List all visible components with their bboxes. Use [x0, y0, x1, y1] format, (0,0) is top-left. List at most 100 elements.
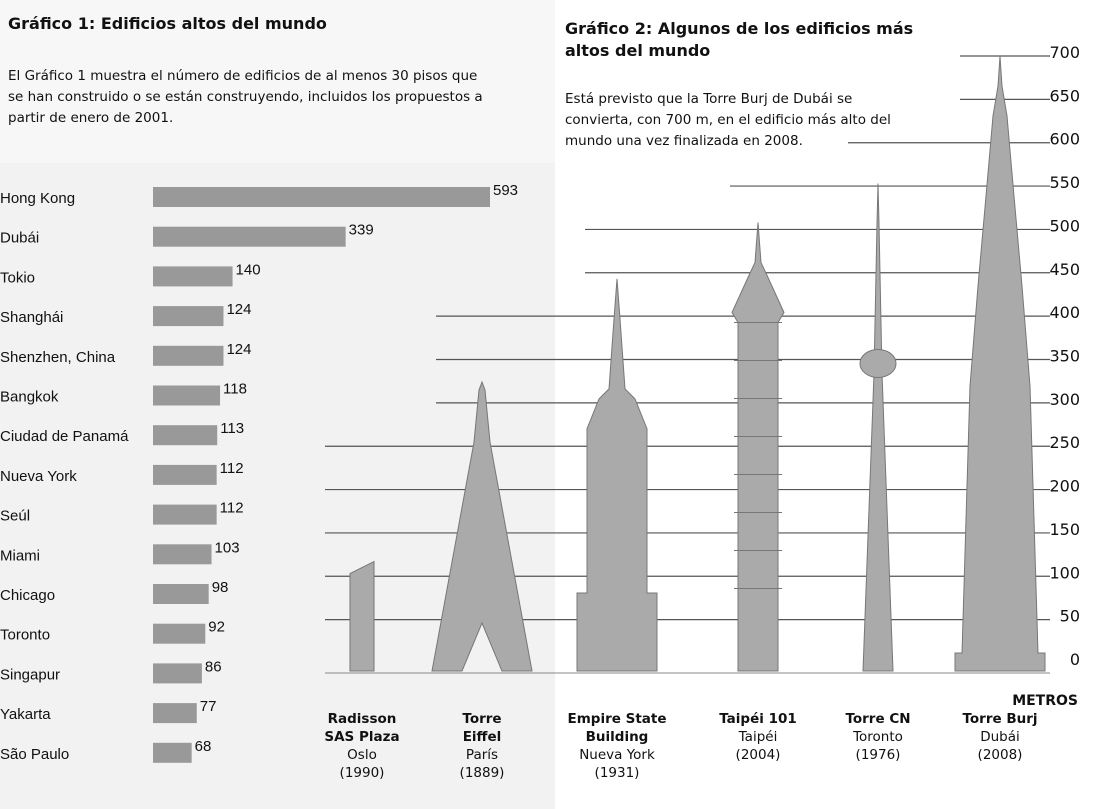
category-label: Seúl [0, 508, 30, 525]
category-label: Tokio [0, 269, 35, 286]
y-tick-label: 300 [1049, 390, 1080, 409]
building-label: Torre CN Toronto (1976) [813, 710, 943, 764]
y-tick-label: 0 [1070, 650, 1080, 669]
category-label: Yakarta [0, 706, 51, 723]
building-name: Building [585, 729, 649, 745]
value-label: 112 [220, 500, 244, 517]
building-name: Taipéi 101 [719, 711, 797, 727]
building-detail: (1931) [594, 765, 640, 781]
value-label: 77 [200, 698, 217, 715]
value-label: 92 [208, 619, 225, 636]
chart2-title-line: Gráfico 2: Algunos de los edificios más [565, 19, 914, 38]
building-name: Torre [462, 711, 502, 727]
y-tick-label: 500 [1049, 216, 1080, 235]
chart2-description: Está previsto que la Torre Burj de Dubái… [565, 89, 891, 152]
building-name: Eiffel [462, 729, 502, 745]
category-label: Dubái [0, 230, 39, 247]
chart2-title: Gráfico 2: Algunos de los edificios más … [565, 18, 913, 62]
chart2-title-line: altos del mundo [565, 41, 711, 60]
building-detail: París [465, 747, 499, 763]
chart1-header-panel [0, 0, 555, 163]
building-name: Torre CN [845, 711, 911, 727]
chart1-description-line: El Gráfico 1 muestra el número de edific… [8, 68, 478, 84]
bar [153, 385, 221, 406]
y-tick-label: 50 [1060, 607, 1080, 626]
category-label: Shanghái [0, 309, 63, 326]
chart2-description-line: Está previsto que la Torre Burj de Dubái… [565, 91, 853, 107]
building-detail: (1976) [855, 747, 901, 763]
category-label: Singapur [0, 666, 60, 683]
bar [153, 266, 233, 287]
building-taipei-101 [731, 222, 785, 672]
building-burj [954, 55, 1046, 672]
building-name: SAS Plaza [324, 729, 400, 745]
category-label: Shenzhen, China [0, 349, 116, 366]
bar [153, 345, 224, 366]
cn-tower-pod [859, 348, 897, 378]
category-label: Miami [0, 547, 40, 564]
value-label: 103 [215, 539, 240, 556]
category-label: São Paulo [0, 746, 69, 763]
building-detail: (1889) [459, 765, 505, 781]
building-detail: Taipéi [738, 729, 778, 745]
bar [153, 703, 197, 724]
value-label: 98 [212, 579, 229, 596]
chart2-description-line: mundo una vez finalizada en 2008. [565, 133, 803, 149]
building-detail: Oslo [347, 747, 377, 763]
category-label: Bangkok [0, 389, 59, 406]
building-empire-state [576, 278, 658, 672]
chart2-description-line: convierta, con 700 m, en el edificio más… [565, 112, 891, 128]
y-tick-label: 250 [1049, 433, 1080, 452]
value-label: 68 [195, 738, 212, 755]
value-label: 118 [223, 381, 247, 398]
category-label: Nueva York [0, 468, 77, 485]
chart1-title: Gráfico 1: Edificios altos del mundo [8, 14, 327, 33]
value-label: 339 [349, 222, 374, 239]
building-name: Radisson [327, 711, 397, 727]
building-detail: Dubái [980, 729, 1020, 745]
value-label: 113 [220, 420, 244, 437]
building-detail: (1990) [339, 765, 385, 781]
y-tick-label: 350 [1049, 347, 1080, 366]
chart2-header-panel [557, 0, 957, 163]
bar [153, 425, 218, 446]
bar [153, 742, 192, 763]
value-label: 112 [220, 460, 244, 477]
y-tick-label: 550 [1049, 173, 1080, 192]
building-name: Empire State [567, 711, 667, 727]
y-tick-label: 100 [1049, 563, 1080, 582]
value-label: 593 [493, 182, 518, 199]
building-detail: Nueva York [579, 747, 655, 763]
category-label: Toronto [0, 627, 50, 644]
category-label: Hong Kong [0, 190, 75, 207]
value-label: 124 [226, 341, 251, 358]
value-label: 124 [226, 301, 251, 318]
chart1-description-line: partir de enero de 2001. [8, 110, 174, 126]
bar [153, 584, 209, 604]
y-tick-label: 450 [1049, 260, 1080, 279]
building-detail: (2004) [735, 747, 781, 763]
bar [153, 464, 217, 485]
bar [153, 226, 346, 247]
category-label: Ciudad de Panamá [0, 428, 129, 445]
bar [153, 504, 217, 525]
y-tick-label: 650 [1049, 86, 1080, 105]
bar [153, 544, 212, 565]
y-tick-label: 600 [1049, 130, 1080, 149]
bar [153, 187, 490, 207]
building-detail: (2008) [977, 747, 1023, 763]
building-radisson [349, 560, 375, 672]
category-label: Chicago [0, 587, 55, 604]
bar [153, 663, 202, 684]
chart1-description: El Gráfico 1 muestra el número de edific… [8, 66, 483, 129]
building-name: Torre Burj [962, 711, 1038, 727]
y-tick-label: 200 [1049, 477, 1080, 496]
y-tick-label: 150 [1049, 520, 1080, 539]
building-detail: Toronto [853, 729, 903, 745]
